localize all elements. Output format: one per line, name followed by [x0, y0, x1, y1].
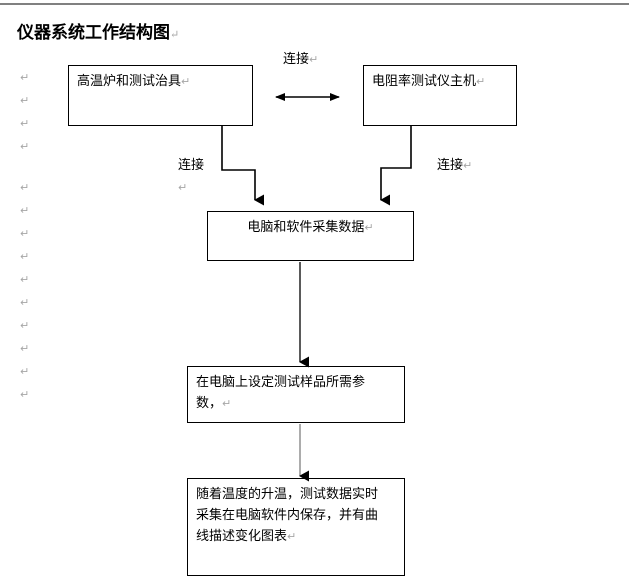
- pilcrow-icon: ↵: [476, 75, 486, 88]
- page-title: 仪器系统工作结构图↵: [17, 18, 179, 43]
- pilcrow-icon: ↵: [463, 159, 473, 172]
- flow-box-furnace-label: 高温炉和测试治具↵: [77, 74, 191, 89]
- flow-box-record[interactable]: 随着温度的升温，测试数据实时采集在电脑软件内保存，并有曲线描述变化图表↵: [187, 478, 405, 576]
- margin-pilcrow-icon: ↵: [20, 273, 30, 286]
- margin-pilcrow-icon: ↵: [20, 181, 30, 194]
- margin-pilcrow-icon: ↵: [178, 181, 188, 194]
- margin-pilcrow-icon: ↵: [20, 365, 30, 378]
- edge-label-link-left: 连接: [178, 158, 205, 173]
- flow-box-meter[interactable]: 电阻率测试仪主机↵: [363, 65, 517, 126]
- margin-pilcrow-icon: ↵: [20, 319, 30, 332]
- connector-furnace-acquire: [221, 126, 264, 206]
- flow-box-record-label: 随着温度的升温，测试数据实时采集在电脑软件内保存，并有曲线描述变化图表↵: [196, 487, 379, 544]
- connector-meter-acquire: [380, 126, 412, 206]
- margin-pilcrow-icon: ↵: [20, 250, 30, 263]
- edge-label-link-right: 连接↵: [437, 158, 473, 173]
- page-title-text: 仪器系统工作结构图: [17, 23, 170, 43]
- margin-pilcrow-icon: ↵: [20, 388, 30, 401]
- margin-pilcrow-icon: ↵: [20, 71, 30, 84]
- margin-pilcrow-icon: ↵: [20, 204, 30, 217]
- flow-box-params-label: 在电脑上设定测试样品所需参数，↵: [196, 375, 366, 411]
- flow-box-meter-label: 电阻率测试仪主机↵: [372, 74, 486, 89]
- margin-pilcrow-icon: ↵: [20, 342, 30, 355]
- pilcrow-icon: ↵: [364, 221, 374, 234]
- flow-box-furnace[interactable]: 高温炉和测试治具↵: [68, 65, 253, 126]
- edge-label-link-top: 连接↵: [283, 52, 319, 67]
- flow-box-acquire-label: 电脑和软件采集数据↵: [247, 220, 374, 235]
- margin-pilcrow-icon: ↵: [20, 296, 30, 309]
- margin-pilcrow-icon: ↵: [20, 140, 30, 153]
- pilcrow-icon: ↵: [222, 397, 232, 410]
- margin-pilcrow-icon: ↵: [20, 117, 30, 130]
- page-top-rule: [0, 3, 629, 5]
- pilcrow-icon: ↵: [181, 75, 191, 88]
- margin-pilcrow-icon: ↵: [20, 227, 30, 240]
- flow-box-acquire[interactable]: 电脑和软件采集数据↵: [207, 211, 414, 261]
- pilcrow-icon: ↵: [287, 530, 297, 543]
- flow-box-params[interactable]: 在电脑上设定测试样品所需参数，↵: [187, 366, 405, 423]
- pilcrow-icon: ↵: [309, 53, 319, 66]
- margin-pilcrow-icon: ↵: [20, 94, 30, 107]
- pilcrow-icon: ↵: [170, 28, 180, 41]
